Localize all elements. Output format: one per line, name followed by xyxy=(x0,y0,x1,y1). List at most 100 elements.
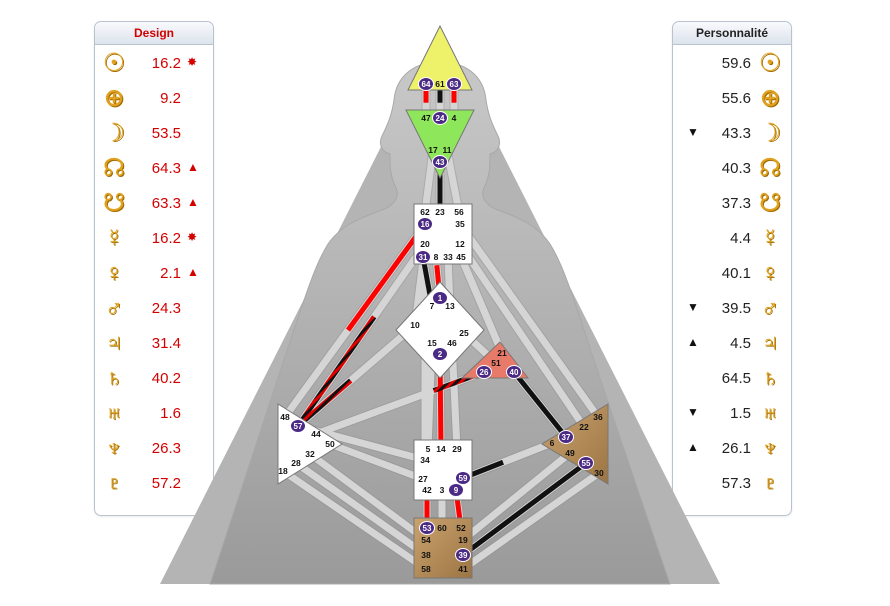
active-channel xyxy=(296,378,353,428)
personality-gate-value: 4.5 xyxy=(730,335,751,352)
personality-row: ♂39.5▼ xyxy=(673,291,791,325)
personality-panel: Personnalité ☉59.6⊕55.6☽43.3▼☊40.3☋37.3☿… xyxy=(672,21,792,516)
mars-icon: ♂ xyxy=(760,294,780,322)
gate-label: 8 xyxy=(434,252,439,262)
channel-outline xyxy=(456,255,507,355)
sun-icon: ☉ xyxy=(758,49,782,77)
personality-gate-value: 1.5 xyxy=(730,405,751,422)
jupiter-icon: ♃ xyxy=(760,329,780,357)
channel-outline xyxy=(456,255,507,355)
gate-label: 57 xyxy=(294,422,303,431)
design-panel: Design ☉16.2✸⊕9.2☽53.5☊64.3▲☋63.3▲☿16.2✸… xyxy=(94,21,214,516)
personality-row: ♄64.5 xyxy=(673,361,791,395)
gate-activation-circle xyxy=(476,365,492,379)
personality-panel-title: Personnalité xyxy=(673,22,791,45)
gate-label: 46 xyxy=(447,338,457,348)
personality-row: ♇57.3 xyxy=(673,466,791,500)
personality-row: ♃ 4.5 ▲ xyxy=(673,326,791,360)
design-row: ☊64.3▲ xyxy=(95,151,213,185)
gate-label: 43 xyxy=(436,158,445,167)
personality-marker: ▲ xyxy=(687,335,699,349)
gate-label: 61 xyxy=(435,79,445,89)
pluto-icon: ♇ xyxy=(760,469,780,497)
gate-label: 1 xyxy=(438,294,443,303)
design-marker: ▲ xyxy=(187,265,199,279)
gate-activation-circle xyxy=(558,430,574,444)
design-panel-title: Design xyxy=(95,22,213,45)
gate-label: 54 xyxy=(421,535,431,545)
design-gate-value: 40.2 xyxy=(151,370,181,387)
design-gate-value: 16.2 xyxy=(151,230,181,247)
gate-label: 4 xyxy=(452,113,457,123)
gate-label: 33 xyxy=(443,252,453,262)
design-gate-value: 2.1 xyxy=(160,265,181,282)
channel xyxy=(328,440,425,483)
design-gate-value: 16.2 xyxy=(151,55,181,72)
sun-icon: ☉ xyxy=(102,49,126,77)
personality-gate-value: 37.3 xyxy=(721,195,751,212)
gate-label: 15 xyxy=(427,338,437,348)
channel xyxy=(460,450,573,543)
channel-outline xyxy=(280,467,429,573)
gate-label: 26 xyxy=(480,368,489,377)
gate-label: 63 xyxy=(450,80,459,89)
gate-label: 59 xyxy=(459,474,468,483)
south-node-icon: ☋ xyxy=(758,189,782,217)
personality-gate-value: 43.3 xyxy=(721,125,751,142)
gate-activation-circle xyxy=(448,483,464,497)
gate-label: 23 xyxy=(435,207,445,217)
gate-label: 20 xyxy=(420,239,430,249)
gate-label: 31 xyxy=(419,253,428,262)
design-marker: ▲ xyxy=(187,195,199,209)
channel-outline xyxy=(307,450,429,544)
design-row: ♅1.6 xyxy=(95,396,213,430)
design-row: ☉16.2✸ xyxy=(95,46,213,80)
active-channel xyxy=(345,222,428,332)
active-channel xyxy=(512,370,566,436)
gate-activation-circle xyxy=(432,291,448,305)
venus-icon: ♀ xyxy=(760,259,780,287)
gate-label: 34 xyxy=(420,455,430,465)
gate-label: 62 xyxy=(420,207,430,217)
gate-label: 42 xyxy=(422,485,432,495)
personality-row: ☊40.3 xyxy=(673,151,791,185)
gate-activation-circle xyxy=(432,347,448,361)
mercury-icon: ☿ xyxy=(104,224,124,252)
personality-row: ☉59.6 xyxy=(673,46,791,80)
gate-label: 56 xyxy=(454,207,464,217)
personality-row: ☽43.3▼ xyxy=(673,116,791,150)
design-marker: ▲ xyxy=(187,160,199,174)
gate-activation-circle xyxy=(446,77,462,91)
mercury-icon: ☿ xyxy=(760,224,780,252)
gate-activation-circle xyxy=(415,250,431,264)
design-gate-value: 1.6 xyxy=(160,405,181,422)
south-node-icon: ☋ xyxy=(102,189,126,217)
gate-label: 18 xyxy=(278,466,288,476)
g-center xyxy=(395,281,485,379)
personality-marker: ▼ xyxy=(687,405,699,419)
gate-activation-circle xyxy=(418,77,434,91)
design-row: ♇57.2 xyxy=(95,466,213,500)
design-row: ☋63.3▲ xyxy=(95,186,213,220)
saturn-icon: ♄ xyxy=(104,364,124,392)
pluto-icon: ♇ xyxy=(104,469,124,497)
gate-label: 55 xyxy=(582,459,591,468)
personality-row: ☿4.4 xyxy=(673,221,791,255)
active-channel xyxy=(295,315,377,428)
gate-label: 29 xyxy=(452,444,462,454)
gate-label: 13 xyxy=(445,301,455,311)
channel xyxy=(307,451,429,543)
gate-label: 27 xyxy=(418,474,428,484)
gate-label: 25 xyxy=(459,328,469,338)
channel-outline xyxy=(460,469,602,573)
north-node-icon: ☊ xyxy=(758,154,782,182)
gate-label: 10 xyxy=(410,320,420,330)
gate-label: 38 xyxy=(421,550,431,560)
gate-label: 40 xyxy=(510,368,519,377)
neptune-icon: ♆ xyxy=(760,434,780,462)
personality-gate-value: 39.5 xyxy=(721,300,751,317)
design-marker: ✸ xyxy=(187,230,198,244)
channel-outline xyxy=(456,221,602,420)
gate-label: 24 xyxy=(436,114,445,123)
